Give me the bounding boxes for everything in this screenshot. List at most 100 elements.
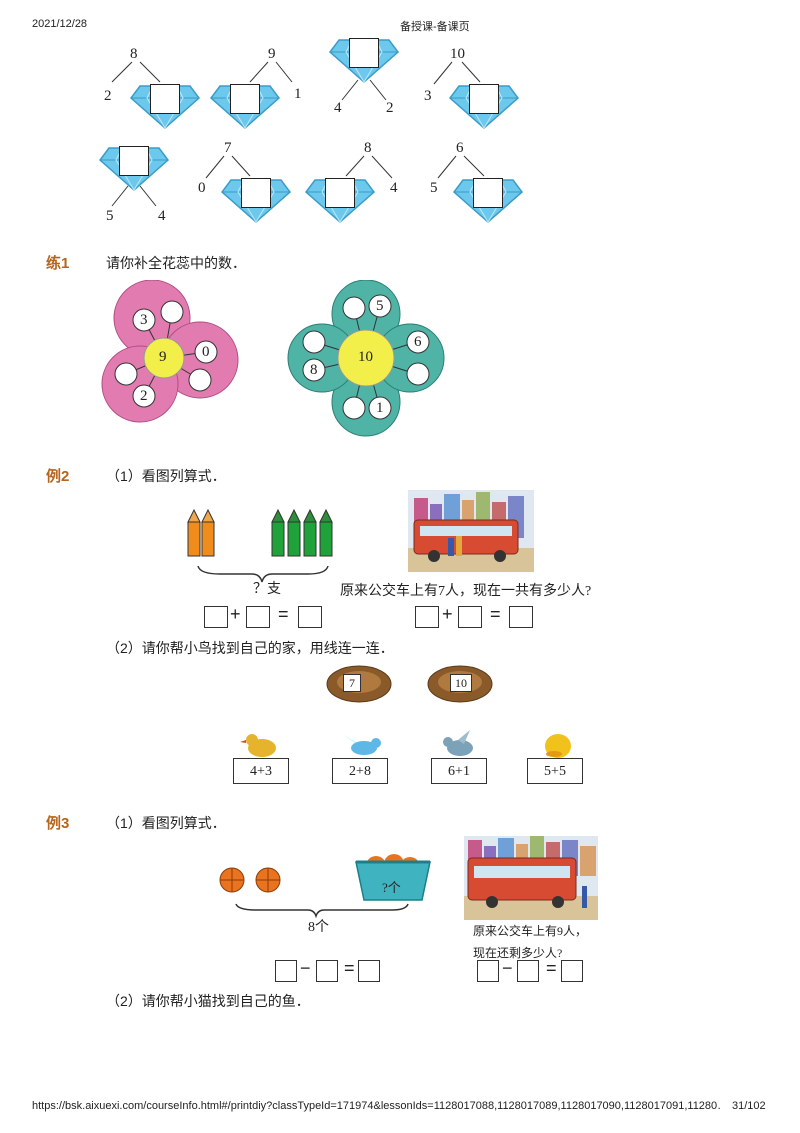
- example-2-tag: 例2: [46, 468, 70, 485]
- pink-flower: [101, 280, 239, 423]
- plus-sign: +: [230, 604, 241, 624]
- teal-flower: [287, 280, 445, 437]
- total-balls-label: 8个: [308, 920, 329, 935]
- basketball-figure: [219, 854, 431, 919]
- split-7: [305, 155, 393, 223]
- split-1-left: 2: [104, 88, 112, 104]
- split-8-left: 5: [430, 180, 438, 196]
- bus-scene-image-2: [464, 836, 598, 920]
- bus-question-text-line-1: 原来公交车上有9人，: [473, 924, 588, 938]
- green-pencils: [271, 508, 333, 557]
- split-6-answer-box[interactable]: [241, 178, 271, 208]
- split-6-left: 0: [198, 180, 206, 196]
- split-2-top: 9: [268, 46, 276, 62]
- split-4-answer-box[interactable]: [469, 84, 499, 114]
- example-2-part-1: （1）看图列算式．: [106, 468, 226, 484]
- answer-box[interactable]: [358, 960, 380, 982]
- split-3-answer-box[interactable]: [349, 38, 379, 68]
- example-3-part-2: （2）请你帮小猫找到自己的鱼．: [106, 993, 310, 1009]
- split-1-top: 8: [130, 46, 138, 62]
- plus-sign: +: [442, 604, 453, 624]
- page-number: 31/102: [732, 1100, 766, 1112]
- page-url: https://bsk.aixuexi.com/courseInfo.html#…: [32, 1100, 722, 1112]
- basketball-icon: [219, 867, 245, 893]
- answer-box[interactable]: [561, 960, 583, 982]
- split-7-right: 4: [390, 180, 398, 196]
- example-2-part-2: （2）请你帮小鸟找到自己的家，用线连一连．: [106, 640, 394, 656]
- split-8-top: 6: [456, 140, 464, 156]
- expression-card[interactable]: 6+1: [431, 758, 487, 784]
- minus-sign: −: [300, 958, 311, 978]
- split-5-left: 5: [106, 208, 114, 224]
- flower-1-center: 9: [159, 349, 167, 365]
- split-3-left: 4: [334, 100, 342, 116]
- minus-sign: −: [502, 958, 513, 978]
- orange-pencils: [187, 508, 215, 557]
- bus-scene-image: [408, 490, 534, 572]
- split-2-answer-box[interactable]: [230, 84, 260, 114]
- bus-question-text: 原来公交车上有7人，现在一共有多少人?: [340, 584, 592, 599]
- split-8: [437, 155, 523, 223]
- split-6: [205, 155, 291, 223]
- flower-1-petal: 3: [140, 312, 148, 328]
- brace: [197, 565, 329, 583]
- answer-box[interactable]: [415, 606, 439, 628]
- flower-2-petal: 6: [414, 334, 422, 350]
- split-5-answer-box[interactable]: [119, 146, 149, 176]
- flower-1-petal: 0: [202, 344, 210, 360]
- practice-1-question: 请你补全花蕊中的数．: [106, 255, 246, 271]
- practice-1-tag: 练1: [46, 255, 70, 272]
- equals-sign: =: [546, 958, 557, 978]
- number-split-diagrams: [99, 39, 523, 223]
- answer-box[interactable]: [509, 606, 533, 628]
- equals-sign: =: [278, 604, 289, 624]
- answer-box[interactable]: [517, 960, 539, 982]
- pencil-question-label: ？支: [253, 582, 281, 597]
- bird-icon: [240, 734, 276, 757]
- split-3: [329, 39, 399, 101]
- split-8-answer-box[interactable]: [473, 178, 503, 208]
- equals-sign: =: [344, 958, 355, 978]
- split-2: [210, 61, 293, 129]
- expression-card[interactable]: 2+8: [332, 758, 388, 784]
- split-5-right: 4: [158, 208, 166, 224]
- flower-1-petal: 2: [140, 388, 148, 404]
- expression-card[interactable]: 4+3: [233, 758, 289, 784]
- split-6-top: 7: [224, 140, 232, 156]
- birds: [240, 730, 571, 758]
- basket-question-label: ?个: [382, 880, 401, 895]
- answer-box[interactable]: [477, 960, 499, 982]
- split-3-right: 2: [386, 100, 394, 116]
- answer-box[interactable]: [204, 606, 228, 628]
- nest-number: 10: [450, 674, 472, 692]
- nest-number: 7: [343, 674, 361, 692]
- split-7-top: 8: [364, 140, 372, 156]
- split-1-answer-box[interactable]: [150, 84, 180, 114]
- example-3-tag: 例3: [46, 815, 70, 832]
- basket-icon: [355, 854, 431, 901]
- flower-figures: [101, 280, 445, 437]
- print-date: 2021/12/28: [32, 18, 88, 30]
- answer-box[interactable]: [275, 960, 297, 982]
- answer-box[interactable]: [246, 606, 270, 628]
- split-5: [99, 147, 169, 207]
- brace: [235, 903, 409, 919]
- bird-icon: [545, 734, 571, 758]
- split-1: [111, 61, 200, 129]
- page-header-title: 备授课-备课页: [400, 21, 470, 33]
- answer-box[interactable]: [316, 960, 338, 982]
- flower-2-petal: 5: [376, 298, 384, 314]
- expression-card[interactable]: 5+5: [527, 758, 583, 784]
- answer-box[interactable]: [458, 606, 482, 628]
- bus-question-text-line-2: 现在还剩多少人?: [473, 946, 563, 960]
- pencils-figure: [187, 508, 333, 583]
- split-4: [433, 61, 519, 129]
- split-2-right: 1: [294, 86, 302, 102]
- equals-sign: =: [490, 604, 501, 624]
- example-3-part-1: （1）看图列算式．: [106, 815, 226, 831]
- bird-icon: [443, 730, 473, 756]
- flower-2-center: 10: [358, 349, 373, 365]
- split-7-answer-box[interactable]: [325, 178, 355, 208]
- answer-box[interactable]: [298, 606, 322, 628]
- basketball-icon: [255, 867, 281, 893]
